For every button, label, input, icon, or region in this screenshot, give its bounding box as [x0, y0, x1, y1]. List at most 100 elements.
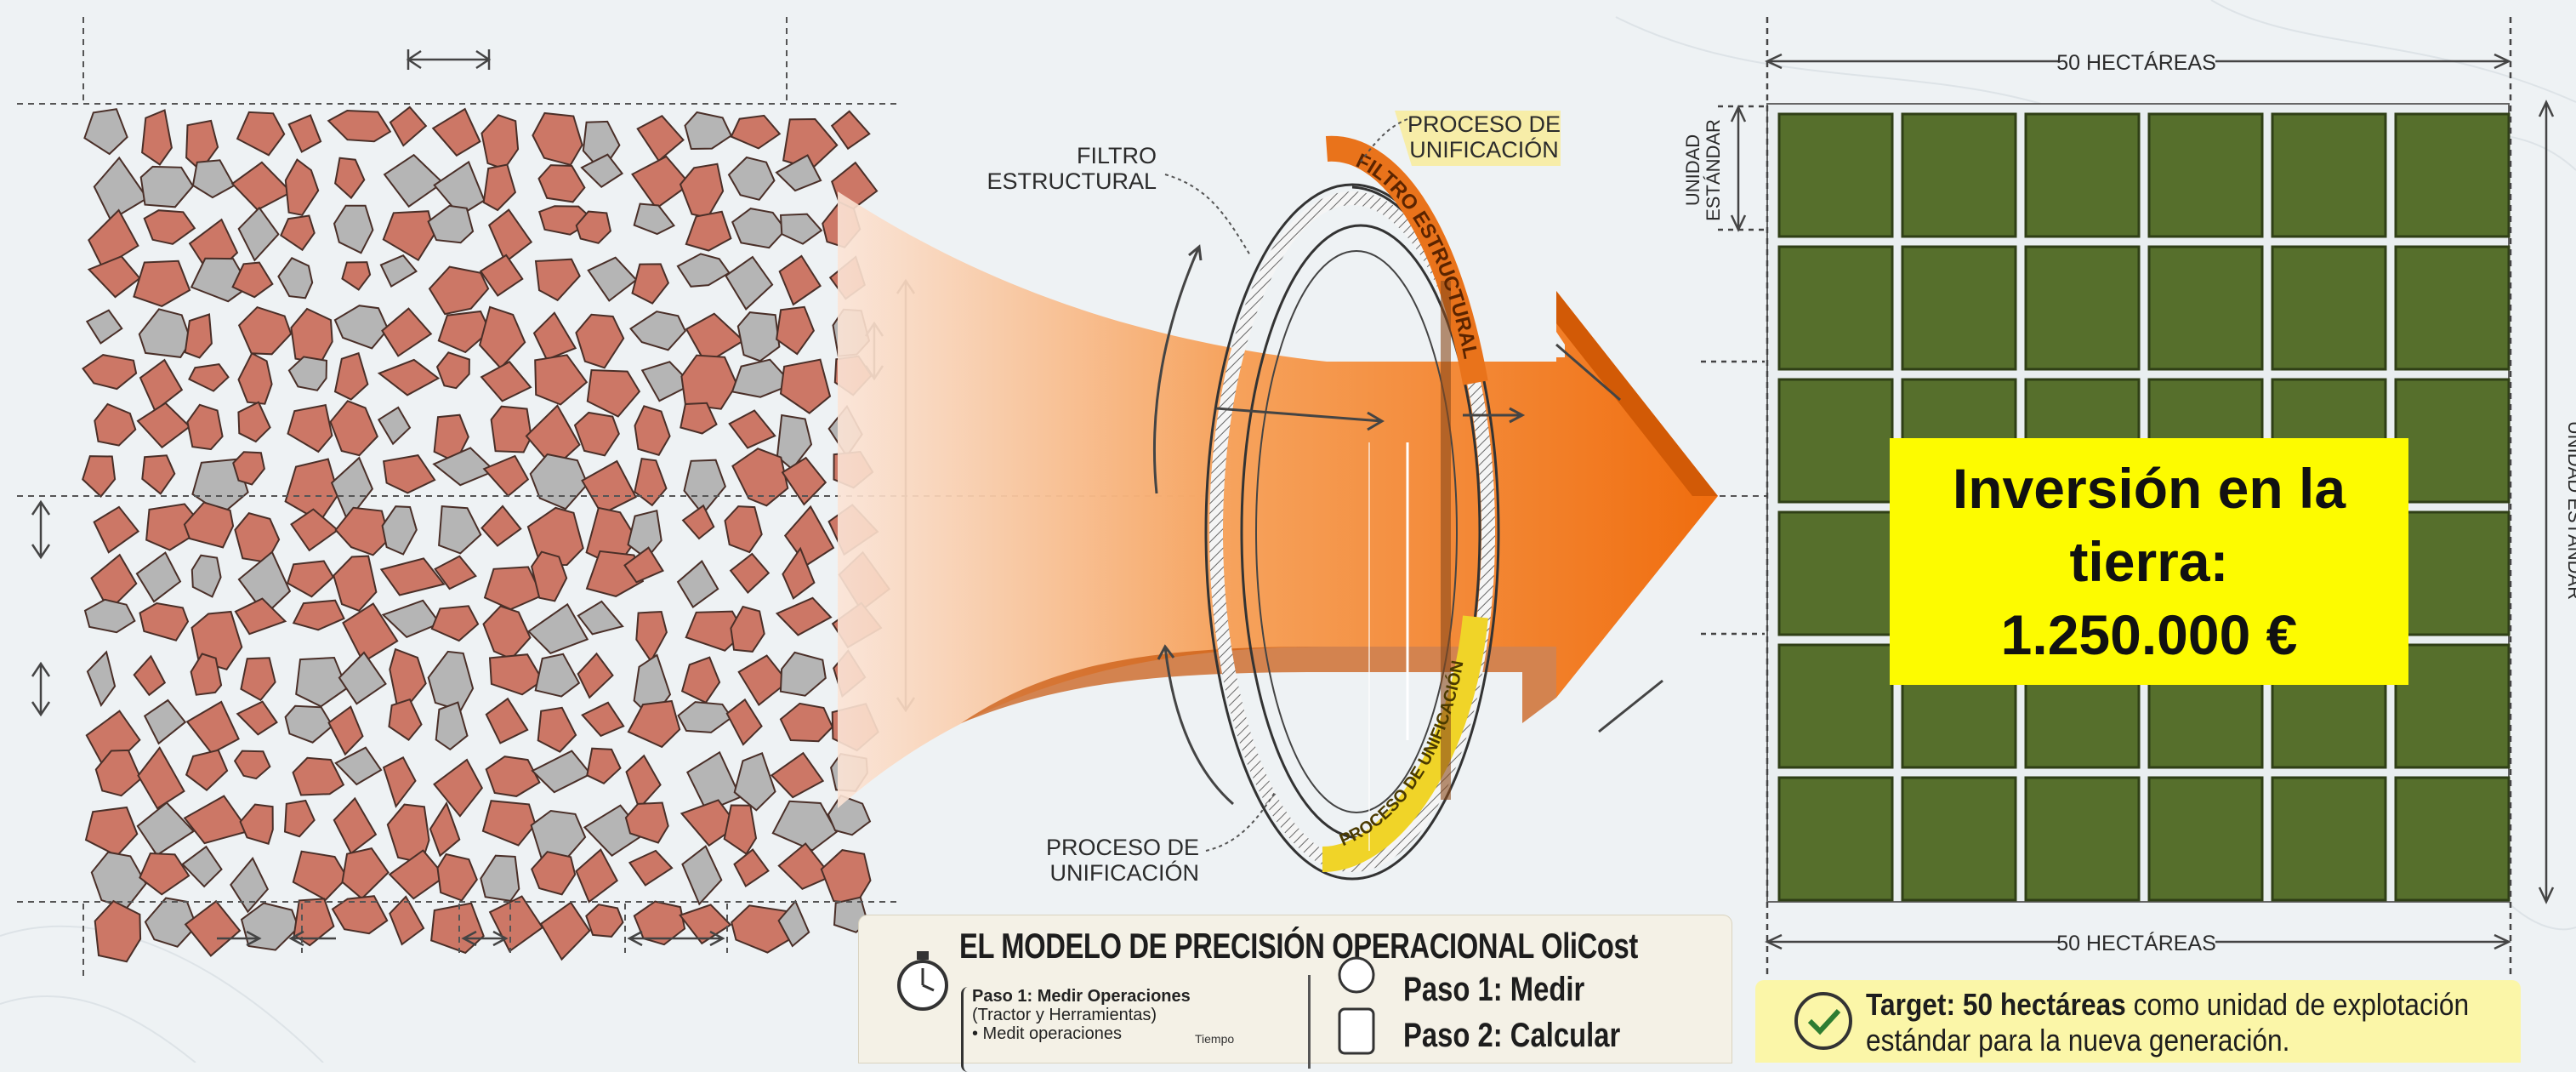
land-parcel [428, 265, 490, 316]
land-parcel [232, 451, 265, 486]
land-parcel [631, 155, 691, 210]
land-parcel [778, 254, 822, 306]
land-parcel [83, 598, 136, 634]
land-parcel [434, 555, 477, 590]
land-parcel [237, 351, 273, 405]
land-parcel [677, 701, 733, 733]
land-parcel [581, 459, 637, 516]
land-parcel [634, 405, 671, 456]
land-parcel [680, 799, 739, 847]
land-parcel [191, 159, 236, 199]
land-parcel [530, 809, 587, 860]
land-parcel [334, 506, 390, 556]
hectareas-bottom-label: 50 HECTÁREAS [2056, 931, 2216, 955]
land-parcel [539, 901, 591, 961]
land-parcel [277, 257, 314, 299]
land-parcel [237, 305, 293, 356]
land-parcel [429, 801, 461, 858]
land-parcel [341, 261, 372, 291]
land-parcel [775, 154, 822, 192]
land-parcel [341, 847, 390, 900]
land-parcel [90, 851, 147, 909]
land-parcel [334, 746, 383, 786]
land-parcel [94, 402, 137, 447]
land-parcel [636, 115, 685, 163]
land-parcel [139, 602, 190, 641]
land-parcel [139, 165, 195, 208]
svg-text:UNIDAD ESTÁNDAR: UNIDAD ESTÁNDAR [2564, 421, 2576, 600]
land-parcel [436, 852, 478, 902]
land-parcel [575, 848, 618, 904]
svg-text:ESTÁNDAR: ESTÁNDAR [1703, 119, 1724, 221]
svg-text:UNIFICACIÓN: UNIFICACIÓN [1050, 859, 1200, 886]
unidad-left-label: UNIDAD ESTÁNDAR [1682, 119, 1724, 221]
land-parcel [480, 361, 532, 402]
land-parcel [725, 255, 774, 311]
land-parcel [280, 214, 316, 252]
land-parcel [293, 898, 335, 947]
land-parcel [485, 756, 541, 797]
land-parcel [137, 746, 185, 810]
arrow-head-shading [1556, 291, 1718, 496]
timer-icon [1338, 956, 1375, 994]
field-plot [1777, 510, 1894, 636]
field-plot [2271, 776, 2387, 902]
land-parcel [586, 368, 641, 418]
land-parcel [581, 701, 625, 738]
land-parcel [237, 550, 292, 617]
land-parcel [485, 697, 529, 744]
land-parcel [190, 554, 222, 598]
land-parcel [141, 454, 176, 495]
land-parcel [433, 758, 483, 818]
land-parcel [537, 706, 577, 753]
land-parcel [437, 310, 492, 354]
land-parcel [185, 749, 229, 792]
land-parcel [377, 406, 412, 446]
land-parcel [479, 254, 524, 297]
land-parcel [532, 111, 583, 167]
land-parcel [382, 454, 436, 494]
land-parcel [83, 108, 128, 156]
land-parcel [133, 259, 191, 307]
land-parcel [531, 851, 577, 896]
land-parcel [585, 904, 624, 938]
land-parcel [382, 210, 435, 262]
land-parcel [731, 208, 788, 249]
land-parcel [292, 850, 349, 901]
land-parcel [85, 309, 123, 345]
land-parcel [82, 455, 117, 498]
land-parcel [82, 354, 138, 391]
land-parcel [730, 114, 782, 150]
land-parcel [338, 651, 387, 705]
land-parcel [573, 411, 620, 457]
land-parcel [575, 210, 611, 244]
land-parcel [389, 105, 428, 147]
land-parcel [327, 705, 364, 756]
land-parcel [531, 550, 568, 602]
land-parcel [94, 749, 142, 797]
land-parcel [84, 806, 139, 858]
land-parcel [724, 505, 763, 554]
land-parcel [483, 566, 543, 611]
land-parcel [190, 653, 223, 696]
land-parcel [633, 900, 686, 946]
land-parcel [93, 505, 140, 554]
svg-text:ESTRUCTURAL: ESTRUCTURAL [987, 168, 1157, 194]
land-parcel [482, 163, 517, 212]
land-parcel [728, 409, 776, 449]
stopwatch-icon [897, 951, 948, 1011]
land-parcel [587, 256, 638, 302]
land-parcel [327, 109, 392, 143]
steps-list: Paso 1: Medir Paso 2: Calcular [1403, 967, 1620, 1058]
land-parcel [143, 699, 187, 745]
proceso-callout-top: PROCESO DE UNIFICACIÓN [1360, 111, 1561, 166]
land-parcel [136, 402, 191, 449]
land-parcel [777, 842, 833, 890]
land-parcel [389, 895, 425, 946]
land-parcel [382, 756, 417, 808]
land-parcel [624, 801, 669, 844]
land-parcel [481, 800, 537, 847]
svg-text:UNIDAD: UNIDAD [1682, 134, 1703, 206]
land-parcel [532, 311, 577, 361]
land-parcel [184, 313, 213, 359]
